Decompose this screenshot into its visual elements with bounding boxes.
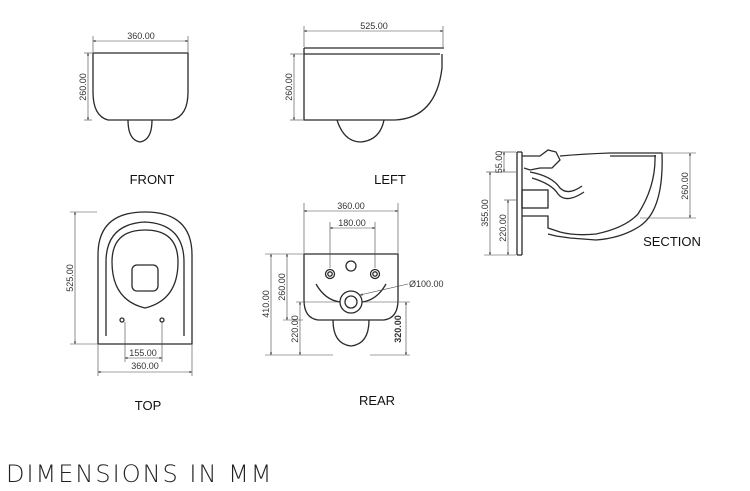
top-width-label: 360.00 — [131, 361, 159, 371]
rear-view: 360.00 180.00 Ø100.00 410.00 260.00 220.… — [261, 201, 444, 408]
top-view: 525.00 155.00 360.00 TOP — [65, 211, 193, 413]
left-view: 525.00 260.00 LEFT — [284, 21, 444, 187]
rear-bowl-height-label: 260.00 — [277, 273, 287, 301]
dimensions-title: DIMENSIONS IN MM — [6, 460, 273, 488]
section-dim-355: 355.00 — [480, 171, 516, 256]
rear-view-label: REAR — [359, 393, 395, 408]
top-length-dimension: 525.00 — [65, 211, 97, 345]
rear-outline — [303, 253, 399, 347]
rear-bowl-height-dimension: 260.00 — [277, 253, 303, 321]
rear-total-height-dimension: 410.00 — [261, 253, 333, 356]
left-view-label: LEFT — [374, 172, 406, 187]
top-inner-width-label: 155.00 — [129, 348, 157, 358]
front-height-dimension: 260.00 — [78, 52, 92, 121]
section-dim-260: 260.00 — [640, 152, 696, 219]
rear-outlet-height-dimension: 220.00 — [290, 301, 339, 356]
section-dim-260-label: 260.00 — [680, 172, 690, 200]
rear-outlet-offset-dimension: 320.00 — [363, 301, 410, 356]
top-length-label: 525.00 — [65, 264, 75, 292]
left-outline — [303, 47, 444, 143]
section-view-label: SECTION — [643, 234, 701, 249]
top-inner-width-dimension: 155.00 — [124, 322, 163, 362]
front-outline — [92, 52, 189, 143]
section-dim-55-label: 55.00 — [494, 151, 504, 174]
section-dim-220: 220.00 — [498, 199, 516, 256]
section-view: 55.00 355.00 220.00 260.00 SECTION — [480, 149, 701, 256]
front-width-label: 360.00 — [127, 31, 155, 41]
rear-outlet-offset-label: 320.00 — [393, 315, 403, 343]
section-dim-220-label: 220.00 — [498, 214, 508, 242]
front-view: 360.00 260.00 FRONT — [78, 31, 189, 187]
left-width-label: 525.00 — [360, 21, 388, 31]
left-height-dimension: 260.00 — [284, 53, 303, 121]
rear-outlet-diameter-label: Ø100.00 — [409, 279, 444, 289]
top-width-dimension: 360.00 — [97, 345, 193, 376]
rear-width-label: 360.00 — [337, 201, 365, 211]
front-width-dimension: 360.00 — [92, 31, 189, 52]
front-height-label: 260.00 — [78, 73, 88, 101]
section-outline — [516, 149, 663, 256]
rear-width-dimension: 360.00 — [303, 201, 399, 253]
front-view-label: FRONT — [130, 172, 175, 187]
section-dim-355-label: 355.00 — [480, 199, 490, 227]
rear-bolt-spacing-label: 180.00 — [338, 218, 366, 228]
top-view-label: TOP — [135, 398, 162, 413]
section-dim-55: 55.00 — [494, 151, 516, 174]
left-height-label: 260.00 — [284, 73, 294, 101]
rear-bolt-spacing-dimension: 180.00 — [329, 218, 376, 268]
rear-outlet-diameter-callout: Ø100.00 — [359, 279, 444, 296]
rear-outlet-height-label: 220.00 — [290, 315, 300, 343]
top-outline — [97, 211, 193, 345]
left-width-dimension: 525.00 — [303, 21, 444, 47]
rear-total-height-label: 410.00 — [261, 290, 271, 318]
